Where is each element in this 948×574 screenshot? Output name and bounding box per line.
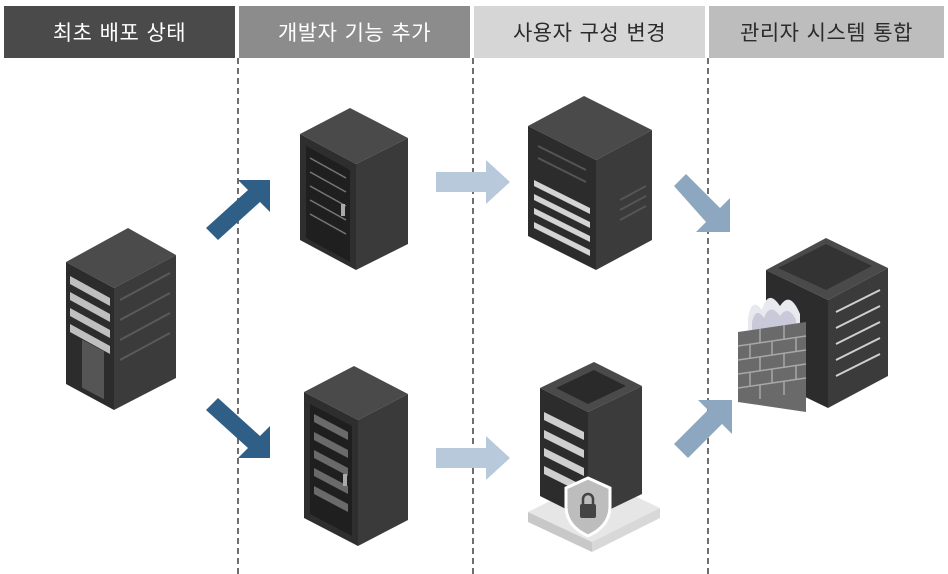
stage-divider <box>237 58 239 574</box>
stage-header-initial-deployment: 최초 배포 상태 <box>4 6 235 58</box>
arrow-right-icon <box>436 160 510 204</box>
arrow-right-icon <box>436 436 510 480</box>
server-tower-icon <box>528 96 652 270</box>
arrow-down-right-icon <box>674 174 730 232</box>
stage-divider <box>707 58 709 574</box>
arrow-up-right-icon <box>674 400 732 458</box>
secure-server-icon <box>528 362 660 552</box>
server-rack-icon <box>66 228 176 410</box>
arrow-up-right-icon <box>206 180 270 240</box>
stage-header-admin-integration: 관리자 시스템 통합 <box>709 6 944 58</box>
rack-cabinet-icon <box>304 366 408 546</box>
firewall-server-icon <box>737 238 888 412</box>
brick-wall-icon <box>737 322 807 412</box>
flame-icon <box>748 297 800 330</box>
stage-divider <box>472 58 474 574</box>
arrow-down-right-icon <box>206 398 270 458</box>
stage-header-user-config: 사용자 구성 변경 <box>474 6 705 58</box>
rack-cabinet-icon <box>300 108 408 270</box>
stage-header-developer-feature: 개발자 기능 추가 <box>239 6 470 58</box>
